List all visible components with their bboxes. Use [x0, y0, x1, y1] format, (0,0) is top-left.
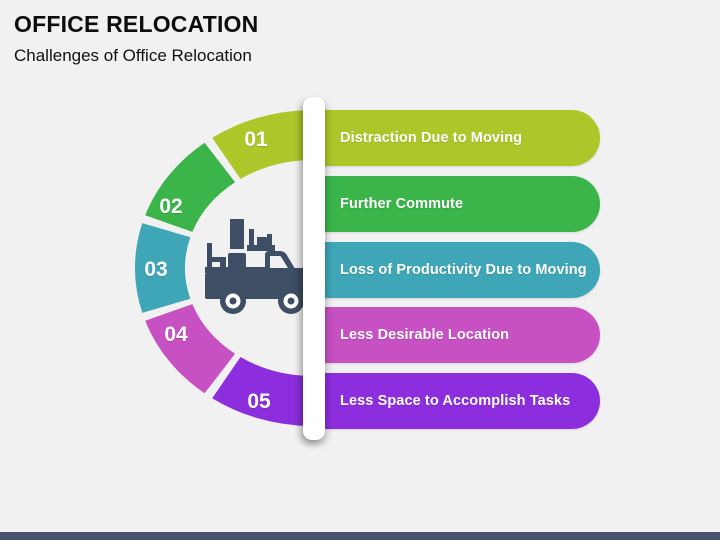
challenge-bar-label: Less Desirable Location	[340, 327, 510, 343]
challenge-bar-1: Distraction Due to Moving	[318, 110, 600, 166]
ring-segment-1	[212, 110, 310, 179]
moving-truck-icon	[205, 219, 313, 314]
challenge-bar-label: Further Commute	[340, 196, 464, 212]
slide-subtitle: Challenges of Office Relocation	[14, 45, 252, 65]
ring-segment-5	[212, 357, 310, 426]
challenge-bar-label: Less Space to Accomplish Tasks	[340, 393, 571, 409]
segment-number-5: 05	[247, 390, 271, 413]
challenge-bar-2: Further Commute	[318, 176, 600, 232]
segment-number-2: 02	[159, 195, 183, 218]
segment-number-1: 01	[244, 128, 268, 151]
segment-number-4: 04	[164, 323, 188, 346]
challenge-bar-label: Loss of Productivity Due to Moving	[340, 262, 587, 278]
challenge-bar-label: Distraction Due to Moving	[340, 130, 523, 146]
slide-header: OFFICE RELOCATION Challenges of Office R…	[14, 10, 258, 66]
challenge-bar-5: Less Space to Accomplish Tasks	[318, 373, 600, 429]
truck-window	[270, 256, 288, 268]
center-divider-bar	[303, 97, 325, 440]
challenge-bar-4: Less Desirable Location	[318, 307, 600, 363]
challenge-bar-3: Loss of Productivity Due to Moving	[318, 242, 600, 298]
footer-bar	[0, 532, 720, 540]
ring-segment-2	[145, 142, 236, 232]
slide-title: OFFICE RELOCATION	[14, 11, 259, 37]
segment-number-3: 03	[144, 258, 168, 281]
ring-segment-3	[134, 223, 191, 313]
ring-segment-4	[145, 304, 236, 394]
